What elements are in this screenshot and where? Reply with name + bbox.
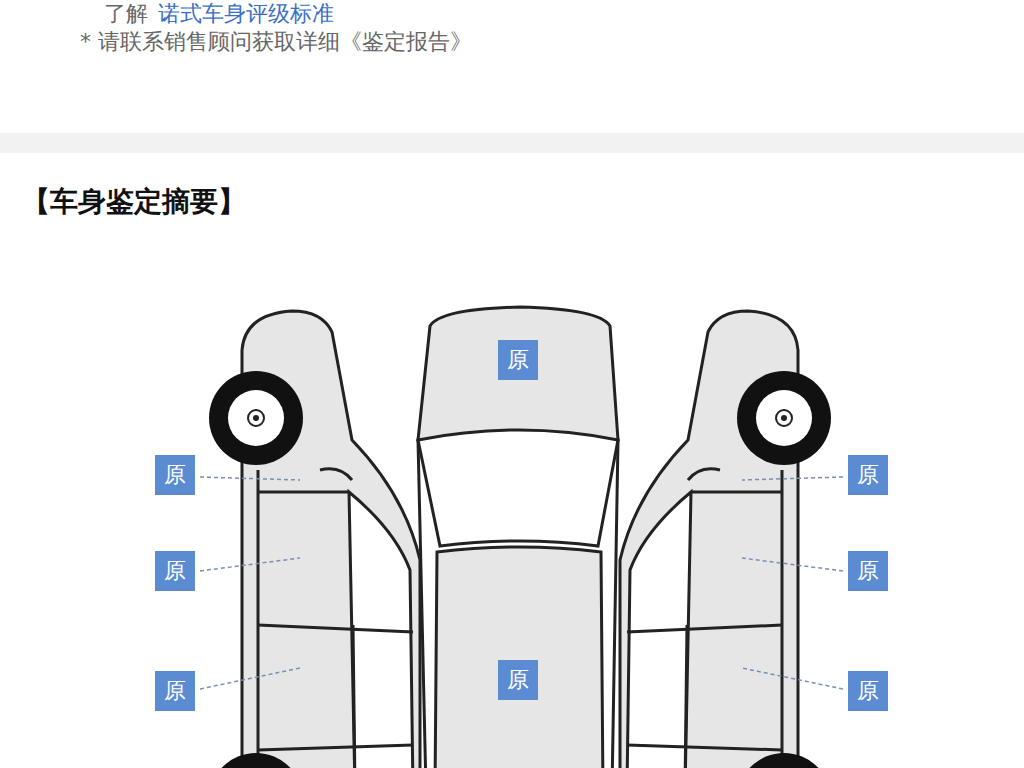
status-badge: 原 (848, 551, 888, 591)
badge-text: 原 (856, 462, 880, 488)
status-badge: 原 (498, 660, 538, 700)
left-side-view (209, 311, 420, 768)
section-title: 【车身鉴定摘要】 (22, 184, 246, 220)
right-side-view (620, 311, 831, 768)
badge-text: 原 (856, 558, 880, 584)
badge-text: 原 (163, 558, 187, 584)
status-badge: 原 (155, 551, 195, 591)
note-text: * 请联系销售顾问获取详细《鉴定报告》 (80, 28, 472, 56)
status-badge: 原 (155, 671, 195, 711)
link-text: 诺式车身评级标准 (158, 0, 334, 28)
badge-text: 原 (163, 462, 187, 488)
badge-text: 原 (506, 347, 530, 373)
status-badge: 原 (848, 671, 888, 711)
badge-text: 原 (163, 678, 187, 704)
leader-lines (200, 477, 843, 689)
badge-text: 原 (506, 667, 530, 693)
badge-text: 原 (856, 678, 880, 704)
status-badge: 原 (848, 455, 888, 495)
status-badge: 原 (498, 340, 538, 380)
divider-band (0, 133, 1024, 153)
note-text: 了解 (104, 0, 148, 28)
top-view (418, 307, 618, 768)
status-badge: 原 (155, 455, 195, 495)
